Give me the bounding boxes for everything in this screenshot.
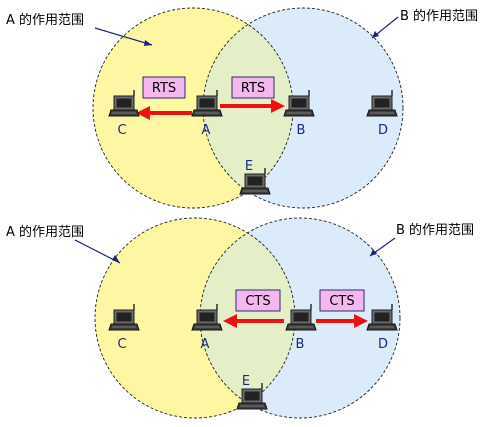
panel-rts: A 的作用范围 B 的作用范围 RTS RTS C xyxy=(6,7,478,209)
arrow-b-to-d xyxy=(316,314,368,328)
svg-text:C: C xyxy=(117,337,126,352)
svg-text:D: D xyxy=(378,123,388,138)
node-d: D xyxy=(366,303,398,352)
range-a-pointer xyxy=(94,27,153,46)
svg-text:CTS: CTS xyxy=(245,294,270,309)
node-e: E xyxy=(236,374,268,410)
svg-text:A: A xyxy=(201,337,210,352)
svg-text:B: B xyxy=(297,123,306,138)
range-a-label: A 的作用范围 xyxy=(6,12,84,28)
svg-text:CTS: CTS xyxy=(329,294,354,309)
node-d: D xyxy=(366,89,398,138)
svg-text:A: A xyxy=(202,123,211,138)
range-overlap xyxy=(200,218,295,418)
range-b-label: B 的作用范围 xyxy=(400,8,478,24)
svg-text:D: D xyxy=(378,337,388,352)
svg-text:RTS: RTS xyxy=(241,81,265,96)
range-a-label: A 的作用范围 xyxy=(6,224,84,240)
node-e: E xyxy=(239,159,271,195)
arrow-a-to-b xyxy=(220,99,285,113)
message-cts-right: CTS xyxy=(319,289,365,312)
message-rts-left: RTS xyxy=(142,76,186,99)
range-b-label: B 的作用范围 xyxy=(396,222,474,238)
node-c: C xyxy=(108,89,140,138)
node-b: B xyxy=(285,303,317,352)
svg-text:C: C xyxy=(117,123,126,138)
node-c: C xyxy=(108,303,140,352)
message-cts-left: CTS xyxy=(235,289,281,312)
node-a: A xyxy=(191,89,223,138)
svg-text:B: B xyxy=(296,337,305,352)
node-a: A xyxy=(191,303,223,352)
svg-text:E: E xyxy=(245,159,253,174)
message-rts-right: RTS xyxy=(231,76,275,99)
range-overlap xyxy=(203,8,293,208)
svg-text:E: E xyxy=(242,374,250,389)
arrow-a-to-c xyxy=(136,106,192,120)
range-a-pointer xyxy=(74,239,121,264)
arrow-b-to-a xyxy=(223,314,284,328)
panel-cts: A 的作用范围 B 的作用范围 CTS CTS C xyxy=(6,217,474,419)
node-b: B xyxy=(283,89,315,138)
svg-text:RTS: RTS xyxy=(152,81,176,96)
